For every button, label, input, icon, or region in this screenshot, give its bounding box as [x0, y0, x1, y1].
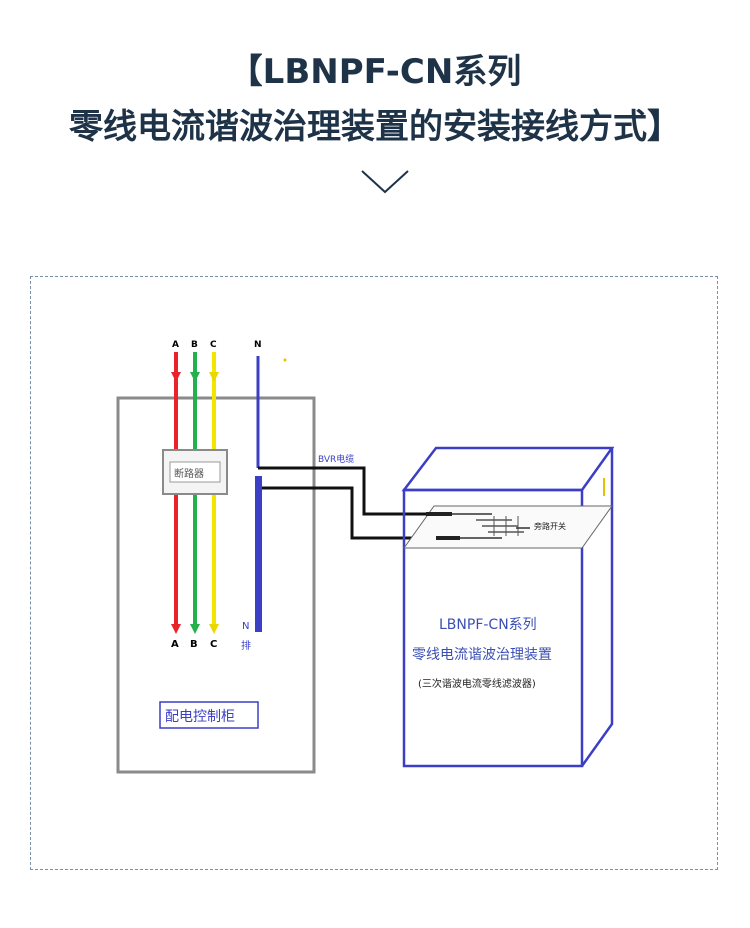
- bvr-cable-2: [262, 486, 436, 540]
- device-note-label: (三次谐波电流零线滤波器): [418, 679, 536, 690]
- cabinet-label: 配电控制柜: [165, 709, 235, 725]
- phase-a-arrow-top: [171, 372, 181, 382]
- phase-a-top-label: A: [172, 340, 179, 350]
- chevron-down-icon: [361, 170, 409, 194]
- phase-c-arrow-top: [209, 372, 219, 382]
- device-name-label: 零线电流谐波治理装置: [412, 647, 552, 663]
- phase-b-arrow-top: [190, 372, 200, 382]
- device-side-face: [580, 448, 614, 767]
- bypass-switch-label: 旁路开关: [534, 522, 566, 531]
- neutral-bar-label-pai: 排: [241, 641, 251, 652]
- device-top-face: [401, 446, 615, 492]
- neutral-bar-label-n: N: [242, 621, 250, 632]
- title-line-1: 【LBNPF-CN系列: [228, 52, 522, 92]
- phase-b-top-label: B: [191, 340, 198, 350]
- diagram-frame: [30, 276, 718, 870]
- phase-a-bottom-label: A: [171, 639, 179, 650]
- cabinet-label-box: [159, 701, 259, 729]
- breaker-label-box: [169, 461, 221, 483]
- phase-c-arrow-bottom: [209, 624, 219, 634]
- device-front-face: [402, 488, 584, 768]
- neutral-bar: [255, 476, 262, 632]
- phase-c-top-label: C: [210, 340, 217, 350]
- phase-c-bottom-label: C: [210, 639, 218, 650]
- title-line-2: 零线电流谐波治理装置的安装接线方式】: [69, 107, 681, 147]
- phase-b-bottom-label: B: [190, 639, 198, 650]
- phase-b-arrow-bottom: [190, 624, 200, 634]
- bvr-cable-1: [258, 466, 426, 516]
- breaker-label: 断路器: [174, 469, 204, 480]
- phase-a-arrow-bottom: [171, 624, 181, 634]
- device-model-label: LBNPF-CN系列: [439, 617, 537, 633]
- neutral-top-label: N: [254, 340, 262, 350]
- bvr-cable-label: BVR电缆: [318, 455, 355, 465]
